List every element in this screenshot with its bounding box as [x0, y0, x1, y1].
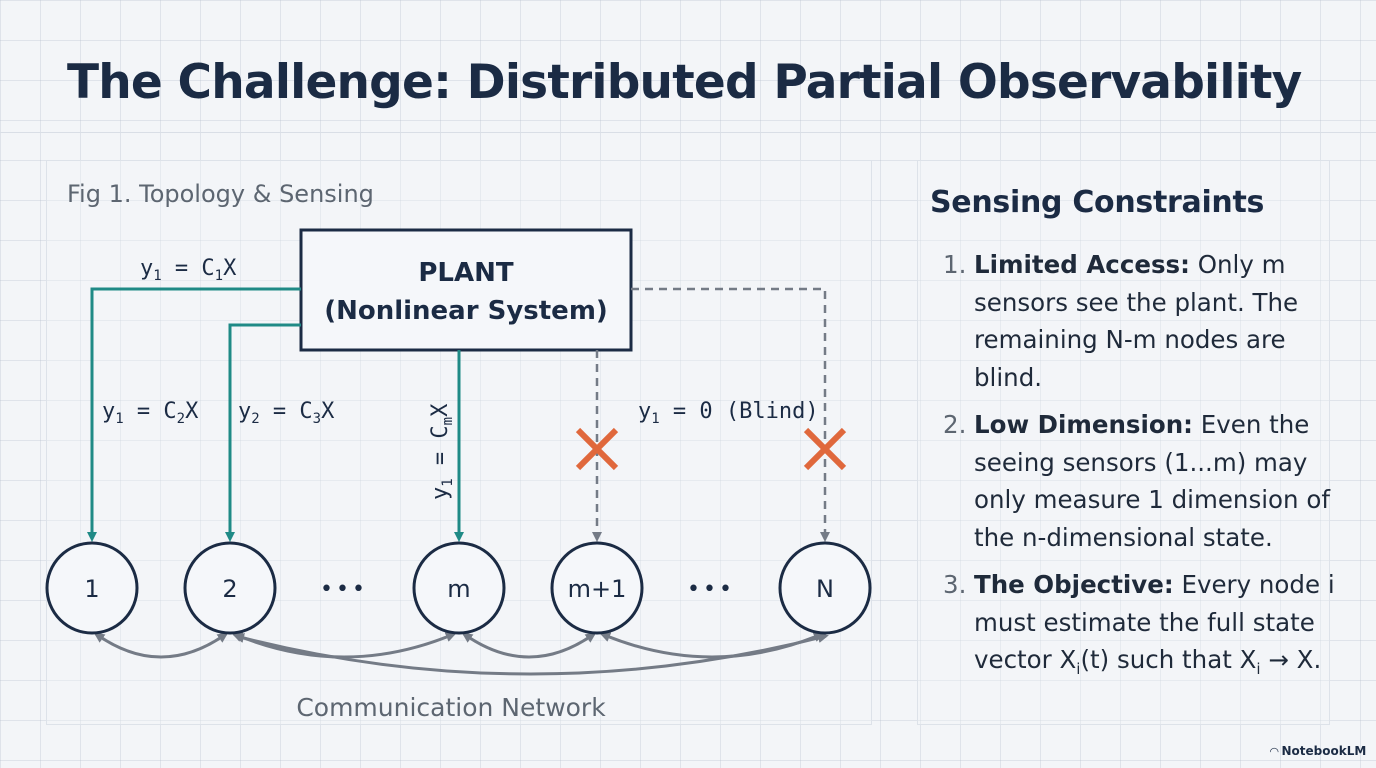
blind-node: N: [778, 541, 872, 635]
title-divider: [0, 132, 1376, 133]
constraints-panel: [917, 160, 1330, 725]
svg-text:2: 2: [222, 575, 237, 603]
plant-title: PLANT: [418, 258, 514, 288]
node-ellipsis: •••: [687, 577, 735, 602]
figure-caption: Fig 1. Topology & Sensing: [67, 180, 374, 208]
sensing-arrow-node-2: [225, 323, 301, 542]
blocked-x-icon: [803, 427, 847, 471]
svg-text:m: m: [447, 575, 470, 603]
plant-box: [299, 228, 633, 352]
sensor-node: m: [412, 541, 506, 635]
plant-subtitle: (Nonlinear System): [324, 296, 608, 326]
blind-label: y1 = 0 (Blind): [638, 399, 819, 427]
blocked-x-icon: [575, 427, 619, 471]
sensing-label-node-1: y1 = C2X: [102, 399, 199, 427]
sensor-node: 2: [183, 541, 277, 635]
svg-text:N: N: [816, 575, 834, 603]
constraint-item: 1.Limited Access: Only m sensors see the…: [943, 250, 1299, 392]
brand-badge: ◠NotebookLM: [1270, 744, 1366, 758]
constraint-item: 2.Low Dimension: Even the seeing sensors…: [943, 410, 1330, 552]
constraint-item: 3.The Objective: Every node i must estim…: [943, 570, 1335, 678]
constraints-title: Sensing Constraints: [930, 185, 1265, 220]
sensing-label-top: y1 = C1X: [140, 256, 237, 284]
blind-node: m+1: [550, 541, 644, 635]
page-title: The Challenge: Distributed Partial Obser…: [67, 55, 1302, 110]
svg-text:1: 1: [84, 575, 99, 603]
node-ellipsis: •••: [320, 577, 368, 602]
communication-links: [93, 632, 829, 676]
sensor-node: 1: [45, 541, 139, 635]
sensing-label-node-2: y2 = C3X: [238, 399, 335, 427]
sensing-arrow-node-1: [87, 287, 301, 542]
brand-label: NotebookLM: [1281, 744, 1367, 758]
svg-text:m+1: m+1: [568, 575, 627, 603]
sensing-label-node-m: y1 = CmX: [428, 403, 456, 500]
network-label: Communication Network: [296, 693, 606, 722]
notebooklm-icon: ◠: [1270, 745, 1279, 758]
